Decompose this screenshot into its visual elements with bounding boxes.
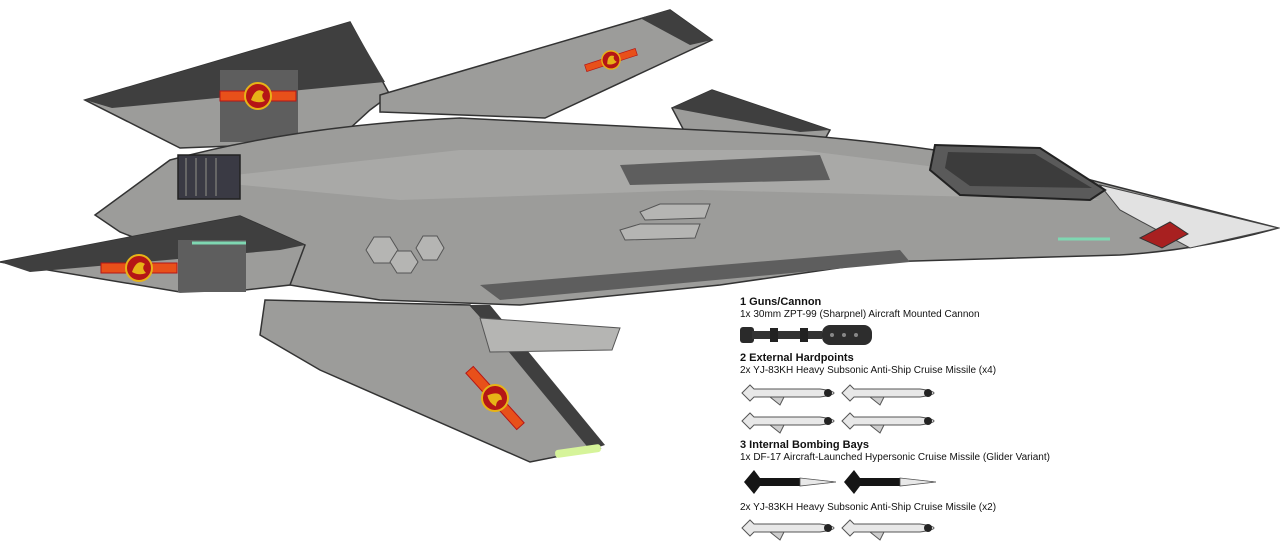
section-item: 1x 30mm ZPT-99 (Sharpnel) Aircraft Mount… (740, 309, 980, 320)
hex-panel-details (365, 203, 711, 274)
upper-canard (379, 9, 714, 119)
section-internal-bombing-bays: 3 Internal Bombing Bays 1x DF-17 Aircraf… (740, 439, 1270, 542)
lower-rear-wing (0, 215, 306, 293)
loadout-legend: 1 Guns/Cannon 1x 30mm ZPT-99 (Sharpnel) … (740, 296, 1270, 542)
engine-nozzle (177, 154, 241, 200)
hypersonic-glider-missile-icon (844, 470, 936, 494)
hypersonic-glider-missile-icon (744, 470, 836, 494)
cannon-illustration (740, 325, 872, 345)
section-guns: 1 Guns/Cannon 1x 30mm ZPT-99 (Sharpnel) … (740, 296, 1270, 352)
cruise-missile-icon (741, 412, 835, 434)
cockpit-canopy (928, 143, 1107, 202)
section-title: 1 Guns/Cannon (740, 296, 822, 308)
missile-group (740, 514, 1270, 542)
section-title: 3 Internal Bombing Bays (740, 439, 869, 451)
section-item: 2x YJ-83KH Heavy Subsonic Anti-Ship Crui… (740, 365, 997, 376)
cruise-missile-icon (841, 412, 935, 434)
section-item: 1x DF-17 Aircraft-Launched Hypersonic Cr… (740, 452, 1050, 463)
hypersonic-missile-group (740, 466, 1270, 498)
cruise-missile-icon (841, 519, 935, 541)
lower-main-wing (259, 299, 621, 463)
missile-group (740, 379, 1270, 435)
cruise-missile-icon (741, 384, 835, 406)
cruise-missile-icon (841, 384, 935, 406)
section-title: 2 External Hardpoints (740, 352, 854, 364)
section-external-hardpoints: 2 External Hardpoints 2x YJ-83KH Heavy S… (740, 352, 1270, 435)
cruise-missile-icon (741, 519, 835, 541)
section-item: 2x YJ-83KH Heavy Subsonic Anti-Ship Crui… (740, 502, 997, 513)
aircraft-illustration (0, 9, 1280, 463)
